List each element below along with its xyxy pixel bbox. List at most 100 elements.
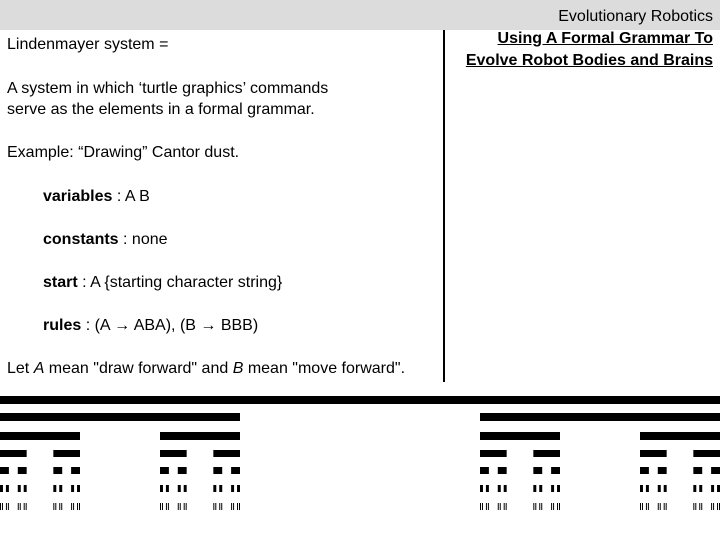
cantor-segment-level-6 [541, 503, 543, 510]
meaning-middle: mean "draw forward" and [44, 360, 233, 377]
cantor-segment-level-6 [221, 503, 223, 510]
cantor-segment-level-6 [179, 503, 181, 510]
cantor-segment-level-6 [73, 503, 75, 510]
vertical-divider [443, 30, 445, 382]
slide-top-bar [0, 0, 720, 30]
cantor-segment-level-6 [219, 503, 221, 510]
cantor-segment-level-4 [71, 467, 80, 474]
cantor-segment-level-6 [505, 503, 507, 510]
cantor-segment-level-6 [553, 503, 555, 510]
cantor-segment-level-5 [699, 485, 703, 492]
cantor-segment-level-6 [640, 503, 641, 510]
cantor-segment-level-6 [559, 503, 560, 510]
cantor-segment-level-5 [645, 485, 649, 492]
cantor-segment-level-6 [693, 503, 695, 510]
cantor-segment-level-6 [481, 503, 483, 510]
meaning-line: Let A mean "draw forward" and B mean "mo… [7, 358, 405, 379]
cantor-segment-level-5 [0, 485, 3, 492]
cantor-segment-level-5 [77, 485, 80, 492]
cantor-segment-level-5 [219, 485, 223, 492]
cantor-segment-level-4 [213, 467, 223, 474]
cantor-segment-level-5 [557, 485, 560, 492]
cantor-segment-level-4 [231, 467, 240, 474]
meaning-var-b: B [232, 360, 244, 377]
cantor-segment-level-4 [657, 467, 667, 474]
cantor-segment-level-6 [167, 503, 169, 510]
cantor-segment-level-6 [539, 503, 541, 510]
cantor-segment-level-4 [177, 467, 187, 474]
cantor-segment-level-4 [693, 467, 703, 474]
cantor-segment-level-5 [71, 485, 75, 492]
cantor-segment-level-5 [711, 485, 715, 492]
cantor-segment-level-5 [640, 485, 643, 492]
cantor-segment-level-6 [177, 503, 179, 510]
cantor-segment-level-6 [711, 503, 713, 510]
cantor-segment-level-5 [533, 485, 537, 492]
cantor-segment-level-5 [177, 485, 181, 492]
cantor-segment-level-6 [25, 503, 27, 510]
cantor-segment-level-6 [701, 503, 703, 510]
slide-title: Evolutionary Robotics Using A Formal Gra… [443, 6, 713, 72]
description-line-2: serve as the elements in a formal gramma… [7, 101, 315, 118]
cantor-segment-level-2 [640, 432, 720, 440]
cantor-segment-level-5 [231, 485, 235, 492]
definition-text: Lindenmayer system = [7, 36, 169, 53]
example-text: Example: “Drawing” Cantor dust. [7, 144, 240, 161]
cantor-segment-level-4 [480, 467, 489, 474]
cantor-segment-level-5 [503, 485, 507, 492]
cantor-segment-level-5 [485, 485, 489, 492]
cantor-segment-level-6 [161, 503, 163, 510]
cantor-segment-level-6 [215, 503, 217, 510]
cantor-segment-level-3 [533, 450, 560, 457]
cantor-segment-level-6 [5, 503, 7, 510]
cantor-segment-level-5 [717, 485, 720, 492]
description-line-1: A system in which ‘turtle graphics’ comm… [7, 80, 329, 97]
cantor-segment-level-2 [480, 432, 560, 440]
cantor-segment-level-6 [487, 503, 489, 510]
cantor-segment-level-6 [233, 503, 235, 510]
variables-line: variables : A B [43, 186, 150, 207]
cantor-segment-level-6 [717, 503, 719, 510]
meaning-var-a: A [33, 360, 45, 377]
cantor-segment-level-6 [503, 503, 505, 510]
cantor-segment-level-5 [663, 485, 667, 492]
cantor-segment-level-6 [641, 503, 643, 510]
cantor-segment-level-6 [237, 503, 239, 510]
cantor-segment-level-4 [640, 467, 649, 474]
cantor-segment-level-6 [1, 503, 3, 510]
cantor-segment-level-4 [497, 467, 507, 474]
cantor-segment-level-6 [663, 503, 665, 510]
cantor-segment-level-5 [17, 485, 21, 492]
cantor-segment-level-6 [657, 503, 659, 510]
cantor-segment-level-6 [0, 503, 1, 510]
cantor-segment-level-5 [59, 485, 63, 492]
start-label: start [43, 274, 78, 291]
rules-label: rules [43, 317, 82, 334]
cantor-segment-level-6 [231, 503, 233, 510]
cantor-segment-level-5 [657, 485, 661, 492]
cantor-segment-level-6 [557, 503, 559, 510]
rules-value: : (A → ABA), (B → BBB) [81, 317, 259, 334]
cantor-segment-level-5 [5, 485, 9, 492]
cantor-segment-level-5 [165, 485, 169, 492]
cantor-segment-level-6 [77, 503, 79, 510]
cantor-segment-level-6 [499, 503, 501, 510]
start-value: : A {starting character string} [77, 274, 283, 291]
cantor-segment-level-5 [160, 485, 163, 492]
cantor-segment-level-6 [23, 503, 25, 510]
constants-line: constants : none [43, 229, 168, 250]
cantor-segment-level-6 [551, 503, 553, 510]
cantor-segment-level-6 [533, 503, 535, 510]
cantor-segment-level-6 [165, 503, 167, 510]
cantor-segment-level-1 [480, 413, 720, 421]
cantor-segment-level-3 [160, 450, 187, 457]
cantor-segment-level-6 [185, 503, 187, 510]
cantor-segment-level-5 [53, 485, 57, 492]
cantor-segment-level-3 [213, 450, 240, 457]
cantor-segment-level-5 [551, 485, 555, 492]
cantor-segment-level-4 [0, 467, 9, 474]
cantor-segment-level-5 [480, 485, 483, 492]
cantor-segment-level-6 [71, 503, 73, 510]
cantor-segment-level-6 [647, 503, 649, 510]
cantor-segment-level-6 [485, 503, 487, 510]
